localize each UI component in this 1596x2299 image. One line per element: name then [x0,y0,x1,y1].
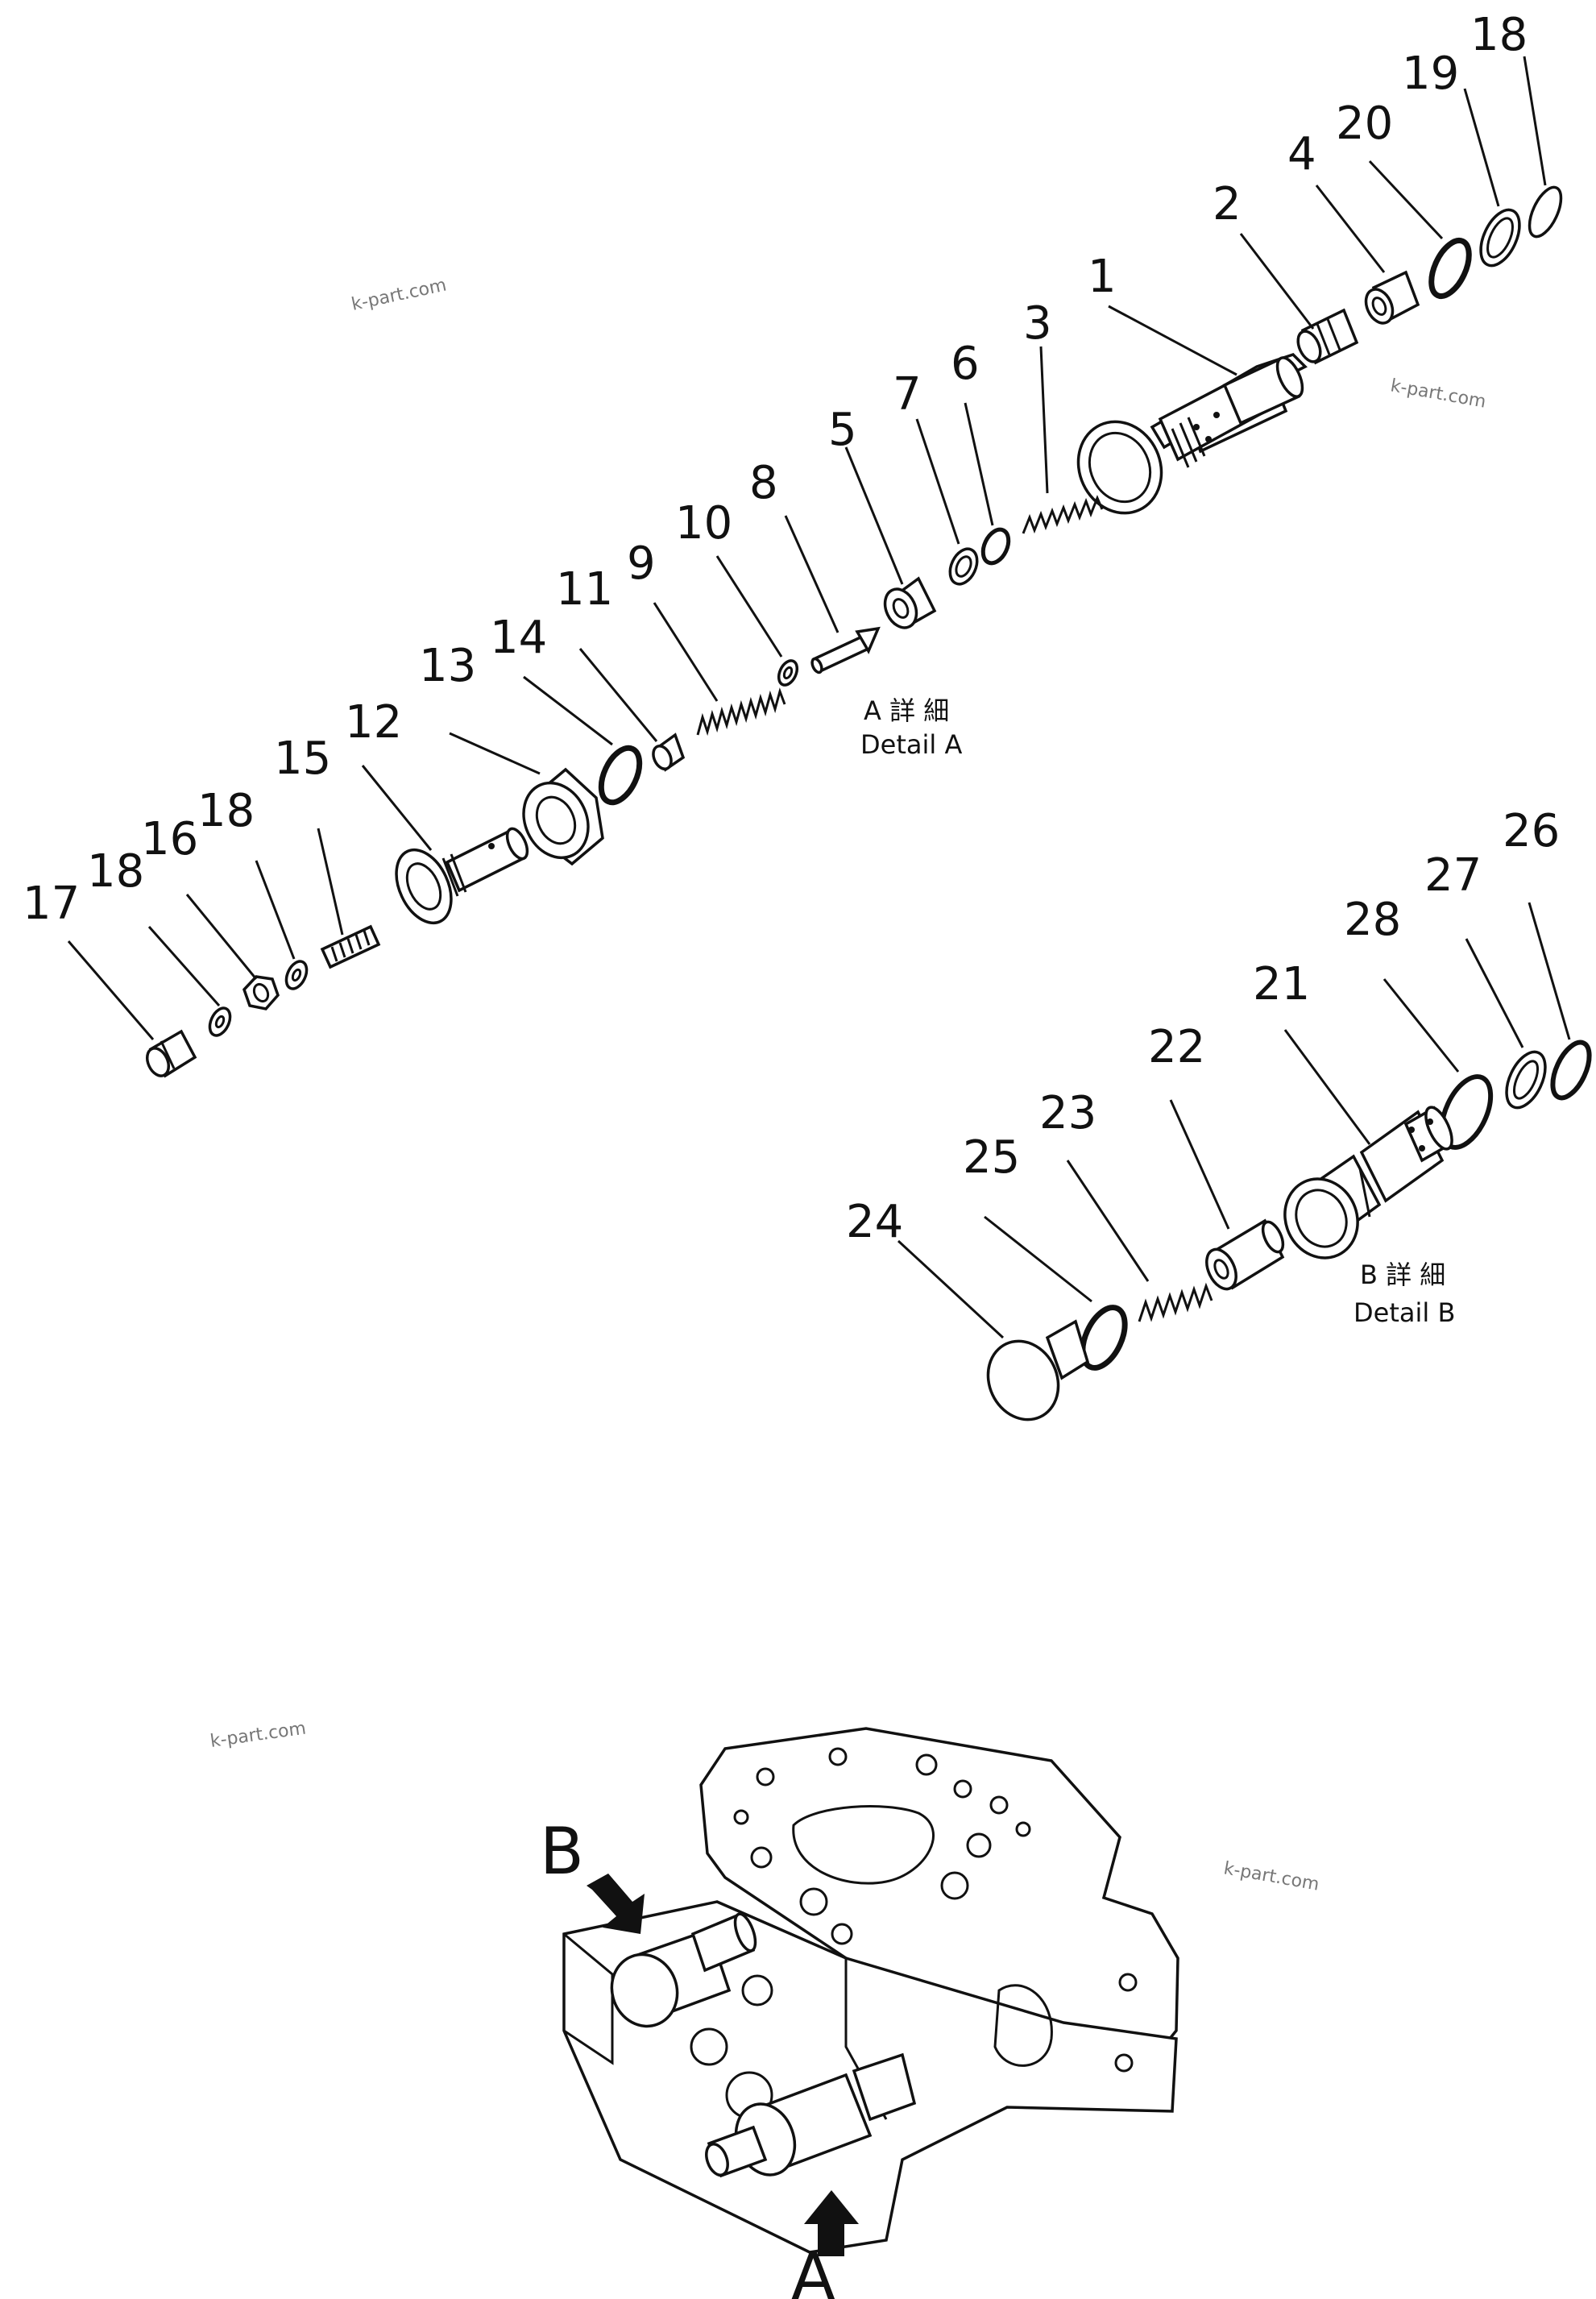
callout-6: 6 [951,338,980,390]
part-22-relief-valve-body [1283,1106,1453,1259]
callout-11: 11 [556,563,613,616]
watermark-3: k-part.com [209,1719,307,1752]
callout-22: 21 [1253,958,1310,1010]
watermark-2: k-part.com [1389,376,1487,412]
callout-27: 26 [1503,805,1560,857]
callout-12: 12 [345,696,402,749]
part-17-cap-nut [145,1029,197,1078]
part-27-o-ring [1550,1040,1592,1101]
valve-a-location [705,2052,917,2178]
callout-17: 17 [23,878,80,930]
part-9-spring [696,687,786,737]
part-28-backup-ring [1505,1050,1547,1110]
part-15-set-screw [320,924,381,969]
callout-13: 13 [419,640,476,692]
part-19-o-ring [1528,185,1563,239]
detail-b-en: Detail B [1353,1297,1455,1328]
part-24-spring [1138,1282,1213,1322]
part-8-poppet [810,626,881,674]
callout-21: 20 [1336,98,1393,150]
part-13-lock-nut [522,767,604,866]
watermark-1: k-part.com [350,276,448,315]
callout-20: 19 [1402,48,1459,100]
leader-lines [67,56,1571,1339]
part-11-cone [652,732,686,772]
callout-1: 1 [1088,251,1117,303]
watermark-4: k-part.com [1222,1858,1320,1894]
part-23-piston [1205,1218,1285,1291]
detail-b-parts [986,1040,1592,1421]
callout-3: 3 [1023,297,1052,350]
callout-8: 8 [749,457,778,509]
part-18-washer-left [208,1006,232,1037]
part-7-backup-ring [948,547,979,586]
watermarks: k-part.com k-part.com k-part.com k-part.… [209,276,1487,1895]
part-20-backup-ring [1479,208,1521,268]
callout-24: 23 [1039,1087,1096,1139]
detail-b-jp: B 詳 細 [1360,1259,1445,1290]
part-3-spring [1022,495,1104,534]
callout-16: 16 [141,813,198,865]
detail-a-en: Detail A [860,729,962,760]
callout-23: 22 [1148,1021,1205,1073]
part-14-o-ring [598,745,643,806]
callout-10: 10 [675,497,732,550]
view-marker-b: B [540,1814,584,1889]
callout-28: 27 [1424,849,1482,902]
callout-26: 25 [963,1131,1020,1184]
callout-9: 9 [627,537,656,590]
view-a-arrow [804,2190,859,2256]
control-valve-assembly: B A [540,1727,1179,2299]
callout-numbers: 18 19 20 4 2 1 3 6 7 5 8 10 9 11 14 13 1… [23,9,1560,1248]
part-10-washer [777,659,799,687]
callout-2: 2 [1213,178,1242,230]
part-18-washer-right [284,960,309,990]
part-1-valve-body [1076,352,1308,515]
callout-25: 24 [846,1196,903,1248]
view-marker-a: A [791,2239,835,2299]
callout-18-right: 18 [197,785,255,837]
part-26-o-ring [1080,1305,1128,1371]
part-5-seat [883,576,937,629]
view-b-arrow [587,1874,645,1934]
part-4-plug [1364,270,1420,325]
detail-b-caption: B 詳 細 Detail B [1353,1259,1455,1328]
part-16-nut [242,975,280,1010]
callout-5: 5 [828,404,857,456]
callout-7: 7 [893,368,922,421]
callout-4: 4 [1287,128,1316,181]
part-12-adjuster-body [395,827,529,925]
callout-15: 15 [274,732,331,785]
detail-a-parts [145,185,1563,1078]
callout-14: 14 [490,612,547,664]
part-21-o-ring [1428,238,1472,299]
part-2-sleeve [1296,308,1359,365]
callout-29: 28 [1344,894,1401,946]
detail-a-jp: A 詳 細 [864,695,949,726]
part-25-plug [986,1319,1090,1421]
valve-b-location [610,1911,757,2028]
part-6-o-ring [980,527,1011,566]
detail-a-caption: A 詳 細 Detail A [860,695,962,760]
callout-18-left: 18 [87,845,144,898]
callout-19: 18 [1470,9,1528,61]
